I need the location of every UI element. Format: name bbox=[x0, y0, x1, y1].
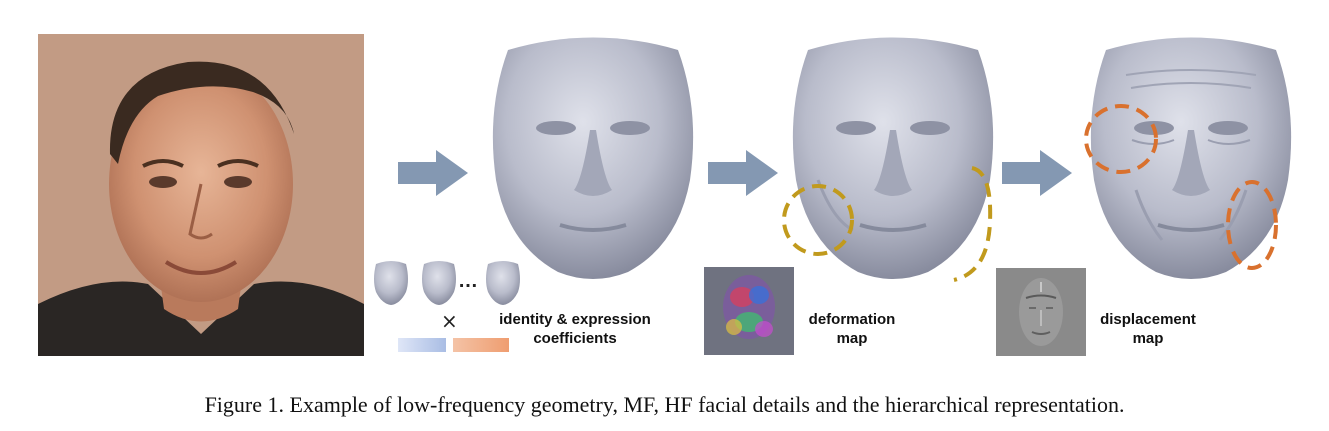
multiply-sign: × bbox=[441, 309, 458, 333]
mid-frequency-mesh bbox=[778, 30, 1008, 285]
hf-detail-highlight bbox=[1082, 102, 1160, 181]
deformation-map-label: deformation map bbox=[780, 310, 924, 348]
identity-coefficient-bar bbox=[398, 338, 446, 352]
template-face-icon bbox=[418, 258, 460, 311]
low-frequency-mesh bbox=[478, 30, 708, 285]
mf-detail-highlight bbox=[780, 182, 856, 263]
displacement-map-image bbox=[996, 268, 1086, 356]
deformation-label-line1: deformation bbox=[808, 311, 896, 328]
input-face-photo bbox=[38, 34, 364, 356]
mf-detail-highlight bbox=[944, 162, 1000, 293]
expression-coefficient-bar bbox=[453, 338, 509, 352]
deformation-label-line2: map bbox=[836, 330, 868, 347]
coefficients-label-line1: identity & expression bbox=[499, 311, 651, 328]
arrow-icon bbox=[708, 150, 778, 201]
displacement-label-line1: displacement bbox=[1100, 311, 1196, 328]
deformation-map-image bbox=[704, 267, 794, 355]
figure-caption: Figure 1. Example of low-frequency geome… bbox=[204, 392, 1125, 417]
high-frequency-mesh bbox=[1076, 30, 1306, 285]
arrow-icon bbox=[398, 150, 468, 201]
template-face-icon bbox=[482, 258, 524, 311]
ellipsis-text: … bbox=[458, 270, 478, 292]
arrow-icon bbox=[1002, 150, 1072, 201]
template-face-icon bbox=[370, 258, 412, 311]
coefficients-label: identity & expression coefficients bbox=[480, 310, 670, 348]
displacement-map-label: displacement map bbox=[1076, 310, 1220, 348]
displacement-label-line2: map bbox=[1132, 330, 1164, 347]
hf-detail-highlight bbox=[1224, 178, 1280, 277]
coefficients-label-line2: coefficients bbox=[533, 330, 617, 347]
